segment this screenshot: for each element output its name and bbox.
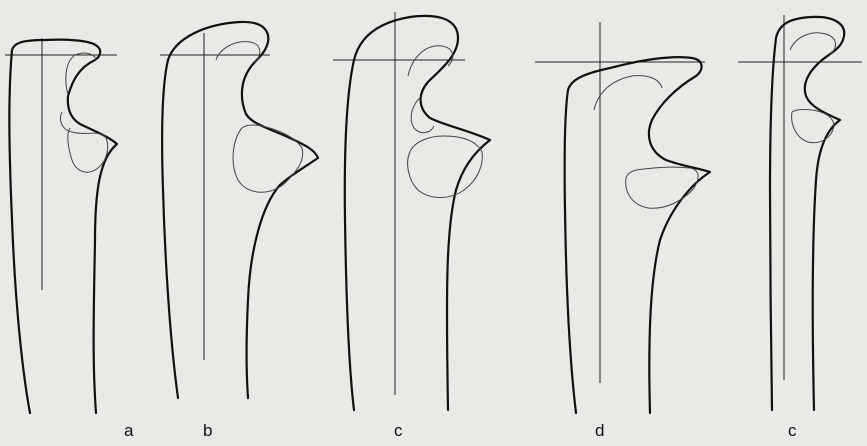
bone-outline-c	[333, 12, 490, 410]
bone-outline-d	[535, 22, 710, 413]
bone-outline-e	[738, 15, 862, 410]
figure-label-e: c	[788, 422, 797, 439]
figure-label-b: b	[203, 422, 212, 439]
figure-label-d: d	[595, 422, 604, 439]
figure-label-a: a	[124, 422, 133, 439]
bone-outline-b	[160, 22, 318, 398]
bone-outline-a	[5, 38, 117, 413]
figure-label-c: c	[394, 422, 403, 439]
